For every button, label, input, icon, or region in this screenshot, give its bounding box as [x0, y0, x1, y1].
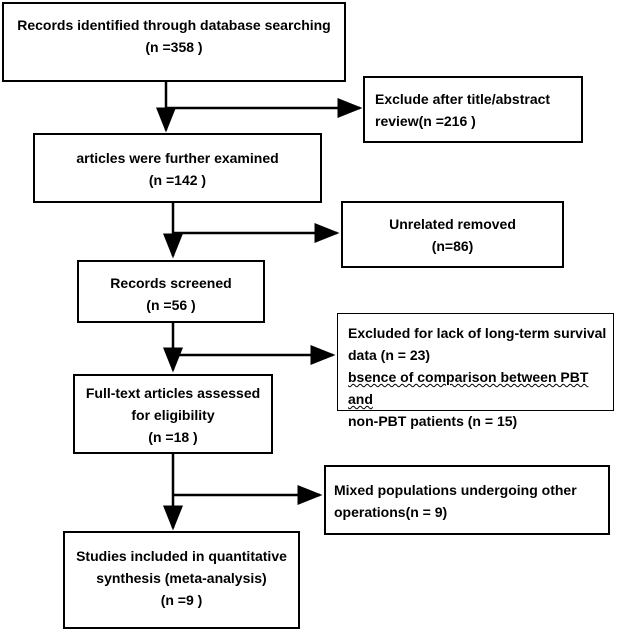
full-text-assessed-count: (n =18 )	[148, 429, 198, 445]
exclusion-box-title-abstract: Exclude after title/abstract review(n =2…	[363, 76, 583, 143]
full-text-assessed-box: Full-text articles assessed for eligibil…	[73, 374, 273, 454]
records-screened-text: Records screened	[110, 275, 232, 291]
studies-included-box: Studies included in quantitative synthes…	[63, 531, 300, 629]
exclusion-comparison-text: bsence of comparison between PBT and	[348, 369, 589, 407]
exclusion-mixed-count: operations(n = 9)	[334, 504, 448, 520]
exclusion-survival-count: data (n = 23)	[348, 347, 431, 363]
exclusion-mixed-text: Mixed populations undergoing other	[334, 482, 577, 498]
identification-box: Records identified through database sear…	[2, 2, 346, 82]
records-screened-count: (n =56 )	[146, 297, 196, 313]
full-text-assessed-text-2: for eligibility	[131, 407, 215, 423]
identification-count: (n =358 )	[145, 39, 203, 55]
exclusion-box-unrelated: Unrelated removed (n=86)	[341, 201, 564, 268]
exclusion-title-abstract-count: review(n =216 )	[375, 113, 476, 129]
exclusion-box-survival-comparison: Excluded for lack of long-term survival …	[337, 313, 614, 429]
exclusion-survival-text: Excluded for lack of long-term survival	[348, 325, 607, 341]
studies-included-text: Studies included in quantitative	[76, 548, 287, 564]
further-examined-text: articles were further examined	[76, 150, 279, 166]
further-examined-count: (n =142 )	[148, 172, 207, 188]
studies-included-text-2: synthesis (meta-analysis)	[96, 570, 267, 586]
exclusion-title-abstract-text: Exclude after title/abstract	[375, 91, 551, 107]
full-text-assessed-text: Full-text articles assessed	[85, 385, 261, 401]
studies-included-count: (n =9 )	[160, 592, 203, 608]
exclusion-comparison-count: non-PBT patients (n = 15)	[348, 413, 518, 429]
further-examined-box: articles were further examined (n =142 )	[33, 133, 322, 203]
exclusion-unrelated-count: (n=86)	[431, 238, 474, 254]
records-screened-box: Records screened (n =56 )	[77, 260, 265, 323]
identification-text: Records identified through database sear…	[17, 17, 331, 33]
exclusion-box-mixed-populations: Mixed populations undergoing other opera…	[324, 465, 610, 535]
exclusion-unrelated-text: Unrelated removed	[389, 216, 516, 232]
